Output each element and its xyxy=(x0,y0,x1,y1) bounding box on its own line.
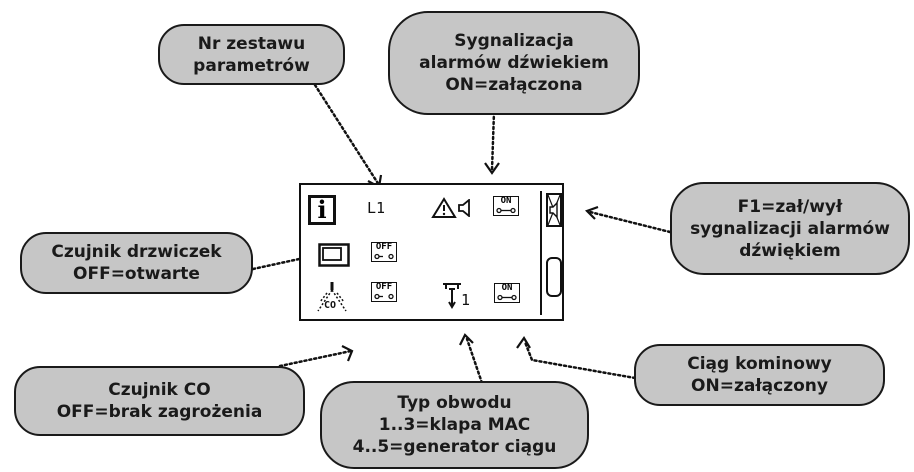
lcd-panel: i L1 ON OFF CO OFF 1 ON xyxy=(299,183,564,321)
arrow-f1 xyxy=(588,210,672,234)
callout-chimney-draft: Ciąg kominowy ON=załączony xyxy=(634,344,885,406)
callout-draft-line1: Ciąg kominowy xyxy=(687,354,832,374)
draft-state: ON xyxy=(501,283,513,293)
switch-icon xyxy=(374,293,394,300)
callout-f1-toggle: F1=zał/wył sygnalizacji alarmów dźwiękie… xyxy=(670,182,910,275)
co-sensor-icon xyxy=(317,282,347,312)
callout-co-sensor: Czujnik CO OFF=brak zagrożenia xyxy=(14,366,305,436)
callout-param-set-line2: parametrów xyxy=(193,55,310,76)
sound-alarm-state: ON xyxy=(500,196,512,206)
f2-button[interactable] xyxy=(546,257,562,297)
panel-divider xyxy=(540,191,542,315)
callout-door-line2: OFF=otwarte xyxy=(73,264,200,284)
callout-sound-alarm-line3: ON=załączona xyxy=(445,75,583,95)
warning-triangle-icon xyxy=(431,197,457,218)
callout-f1-line1: F1=zał/wył xyxy=(737,196,843,217)
callout-circuit-type: Typ obwodu 1..3=klapa MAC 4..5=generator… xyxy=(320,381,589,469)
callout-f1-line3: dźwiękiem xyxy=(739,240,841,261)
switch-icon xyxy=(497,294,517,301)
param-set-value: L1 xyxy=(367,199,386,217)
switch-icon xyxy=(496,207,516,214)
callout-draft-line2: ON=załączony xyxy=(691,376,828,396)
chimney-draft-badge: ON xyxy=(494,283,520,303)
arrow-co xyxy=(278,349,353,368)
callout-door-sensor: Czujnik drzwiczek OFF=otwarte xyxy=(20,232,253,294)
co-sensor-badge: OFF xyxy=(371,282,397,302)
arrow-draft xyxy=(523,340,637,380)
arrow-param-set xyxy=(313,83,381,187)
callout-sound-alarm-line2: alarmów dźwiekiem xyxy=(419,53,609,73)
callout-co-line2: OFF=brak zagrożenia xyxy=(56,402,263,422)
info-icon[interactable]: i xyxy=(308,195,336,225)
callout-param-set: Nr zestawu parametrów xyxy=(158,24,345,85)
callout-door-line1: Czujnik drzwiczek xyxy=(51,242,222,262)
callout-circuit-line1: Typ obwodu xyxy=(397,393,512,413)
door-icon xyxy=(318,243,350,267)
speaker-icon xyxy=(458,199,470,217)
f1-button[interactable] xyxy=(546,193,562,227)
door-state: OFF xyxy=(375,242,393,252)
callout-param-set-line1: Nr zestawu xyxy=(197,33,306,54)
circuit-type-icon xyxy=(443,283,461,309)
switch-icon xyxy=(374,253,394,260)
arrow-circuit xyxy=(465,337,484,385)
callout-circuit-line2: 1..3=klapa MAC xyxy=(378,415,531,435)
co-state: OFF xyxy=(375,282,393,292)
callout-co-line1: Czujnik CO xyxy=(108,380,211,400)
muted-speaker-icon xyxy=(548,195,560,225)
callout-sound-alarm: Sygnalizacja alarmów dźwiekiem ON=załącz… xyxy=(388,11,640,115)
arrow-sound-alarm xyxy=(490,110,496,172)
co-label: CO xyxy=(324,300,337,311)
door-sensor-badge: OFF xyxy=(371,242,397,262)
circuit-number: 1 xyxy=(461,291,471,309)
sound-alarm-badge: ON xyxy=(493,196,519,216)
callout-f1-line2: sygnalizacji alarmów xyxy=(690,218,890,239)
callout-sound-alarm-line1: Sygnalizacja xyxy=(454,31,574,51)
callout-circuit-line3: 4..5=generator ciągu xyxy=(352,437,557,457)
